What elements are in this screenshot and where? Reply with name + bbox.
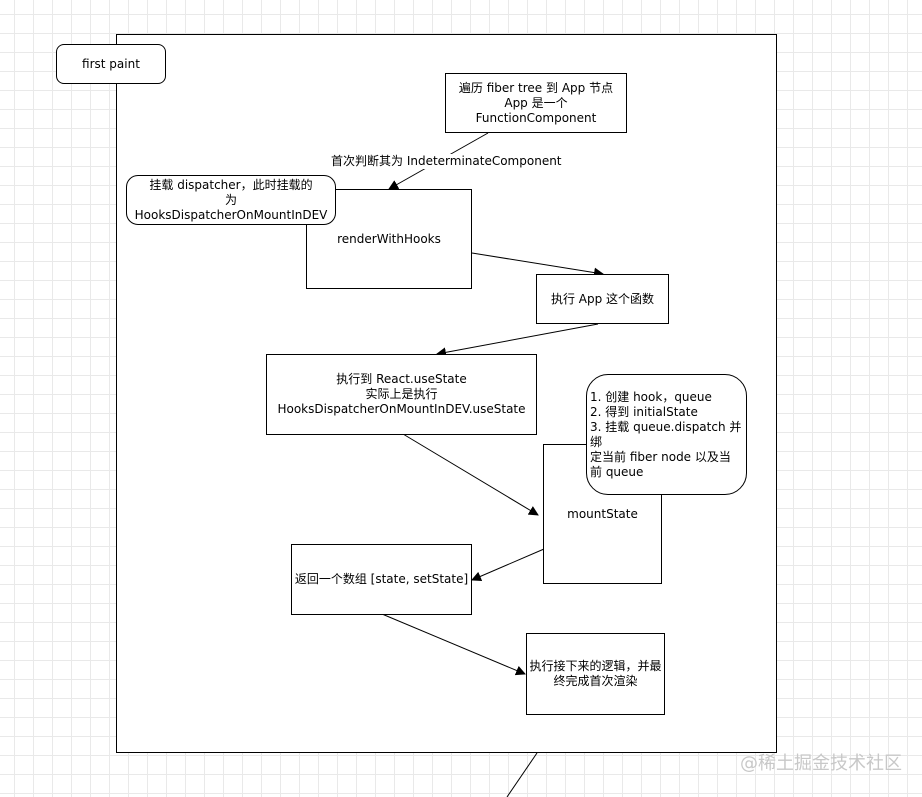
- watermark: @稀土掘金技术社区: [740, 753, 902, 774]
- node-continue-render: 执行接下来的逻辑，并最 终完成首次渲染: [526, 633, 665, 715]
- edge-offscreen: [506, 752, 538, 797]
- node-traverse-fiber-tree: 遍历 fiber tree 到 App 节点 App 是一个 FunctionC…: [445, 73, 627, 133]
- node-exec-app: 执行 App 这个函数: [536, 274, 669, 324]
- node-mount-state-steps: 1. 创建 hook，queue 2. 得到 initialState 3. 挂…: [586, 374, 747, 495]
- edge-mountstate-to-return: [471, 548, 545, 582]
- node-return-array: 返回一个数组 [state, setState]: [291, 544, 472, 615]
- node-use-state: 执行到 React.useState 实际上是执行 HooksDispatche…: [266, 354, 537, 435]
- edge-label-indeterminate: 首次判断其为 IndeterminateComponent: [329, 154, 564, 169]
- first-paint-label: first paint: [56, 44, 166, 84]
- edge-renderwithhooks-to-exec-app: [471, 252, 604, 278]
- edge-usestate-to-mountstate: [402, 433, 539, 516]
- node-mount-dispatcher: 挂载 dispatcher，此时挂载的 为 HooksDispatcherOnM…: [126, 175, 336, 225]
- edge-return-to-continue: [381, 613, 526, 676]
- edge-exec-app-to-usestate: [436, 323, 599, 358]
